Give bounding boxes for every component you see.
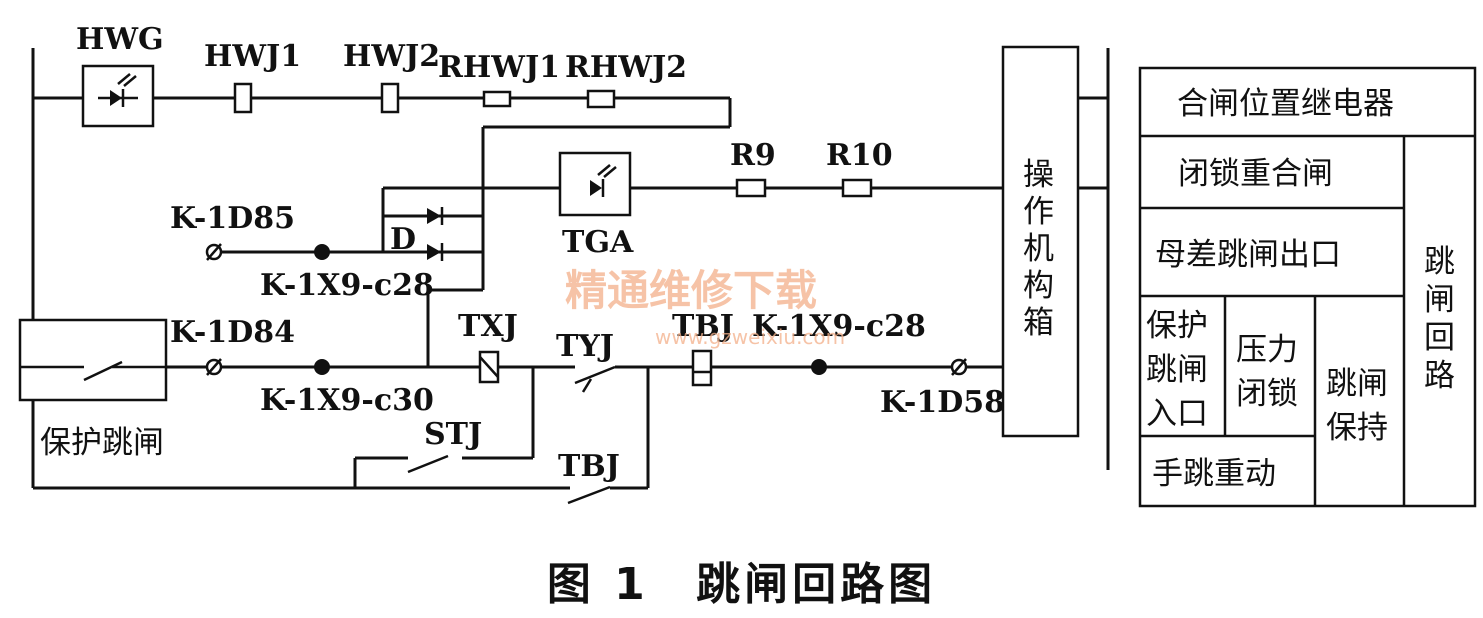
rhwj1-resistor — [482, 90, 512, 108]
trip-circuit-diagram: HWG HWJ1 HWJ2 RHWJ1 RHWJ2 R9 R10 TGA D K… — [18, 22, 1477, 508]
mechanism-char-5: 箱 — [1023, 305, 1054, 341]
closing-relay-cell: 合闸位置继电器 — [1177, 86, 1394, 122]
tga-label: TGA — [562, 225, 634, 260]
mechanism-box — [1001, 45, 1080, 438]
figure-number: 图 1 — [546, 559, 649, 610]
r10-label: R10 — [826, 138, 893, 173]
function-table — [1138, 66, 1477, 508]
protect-entry-line-1: 保护 — [1146, 308, 1208, 344]
stj-label: STJ — [424, 417, 482, 452]
rhwj2-resistor — [586, 89, 616, 109]
rhwj2-label: RHWJ2 — [565, 50, 687, 85]
k1d85-label: K-1D85 — [170, 201, 295, 236]
k1x9c30-connector — [314, 359, 330, 375]
trip-circuit-char-1: 跳 — [1424, 244, 1455, 280]
figure-caption: 图 1 跳闸回路图 — [0, 548, 1483, 612]
protect-entry-line-3: 入口 — [1146, 396, 1208, 432]
tbj-coil-label: TBJ — [672, 309, 734, 344]
hwg-lamp — [81, 64, 155, 128]
watermark-url: www.gzweixiu.com — [655, 325, 845, 349]
trip-hold-line-2: 保持 — [1326, 410, 1388, 446]
k1x9c28b-connector — [811, 359, 827, 375]
lockout-reclose-cell: 闭锁重合闸 — [1178, 156, 1333, 192]
r10-resistor — [841, 178, 873, 198]
stj-contact — [407, 454, 449, 474]
hwj2-label: HWJ2 — [343, 39, 440, 74]
hwj1-label: HWJ1 — [204, 39, 301, 74]
tbj-contact — [567, 485, 611, 505]
txj-coil — [478, 350, 500, 384]
d-label: D — [390, 222, 416, 257]
k1d58-label: K-1D58 — [880, 385, 1005, 420]
manual-trip-cell: 手跳重动 — [1152, 456, 1276, 492]
hwj1-coil — [233, 82, 253, 114]
k1x9c28-label: K-1X9-c28 — [260, 268, 434, 303]
protect-trip-label: 保护跳闸 — [40, 425, 164, 461]
k1d84-terminal — [205, 358, 223, 376]
rhwj1-label: RHWJ1 — [438, 50, 560, 85]
k1x9c30-label: K-1X9-c30 — [260, 383, 434, 418]
k1d85-terminal — [205, 243, 223, 261]
mechanism-char-4: 构 — [1023, 268, 1054, 304]
trip-circuit-char-3: 回 — [1424, 320, 1455, 356]
mechanism-char-2: 作 — [1023, 194, 1054, 230]
k1x9c28b-label: K-1X9-c28 — [752, 309, 926, 344]
figure-title: 跳闸回路图 — [696, 559, 937, 610]
k1d84-label: K-1D84 — [170, 315, 295, 350]
tyj-contact — [574, 365, 616, 393]
trip-circuit-char-4: 路 — [1424, 358, 1455, 394]
pressure-lock-line-1: 压力 — [1236, 332, 1298, 368]
trip-circuit-char-2: 闸 — [1424, 282, 1455, 318]
mechanism-char-1: 操 — [1023, 157, 1054, 193]
k1x9c28-connector — [314, 244, 330, 260]
hwj2-coil — [380, 82, 400, 114]
r9-resistor — [735, 178, 767, 198]
hwg-label: HWG — [76, 22, 164, 57]
tbj-coil — [691, 349, 713, 387]
protect-trip-box — [18, 318, 168, 402]
tbj-contact-label: TBJ — [558, 449, 620, 484]
pressure-lock-line-2: 闭锁 — [1236, 376, 1298, 412]
r9-label: R9 — [730, 138, 776, 173]
txj-label: TXJ — [458, 309, 518, 344]
k1d58-terminal — [950, 358, 968, 376]
trip-hold-line-1: 跳闸 — [1326, 366, 1388, 402]
tga-lamp — [558, 151, 632, 217]
protect-entry-line-2: 跳闸 — [1146, 352, 1208, 388]
mechanism-char-3: 机 — [1023, 231, 1054, 267]
tyj-label: TYJ — [556, 329, 614, 364]
d-diodes — [383, 207, 483, 261]
busdiff-trip-cell: 母差跳闸出口 — [1155, 237, 1341, 273]
watermark-text: 精通维修下载 — [565, 266, 817, 315]
